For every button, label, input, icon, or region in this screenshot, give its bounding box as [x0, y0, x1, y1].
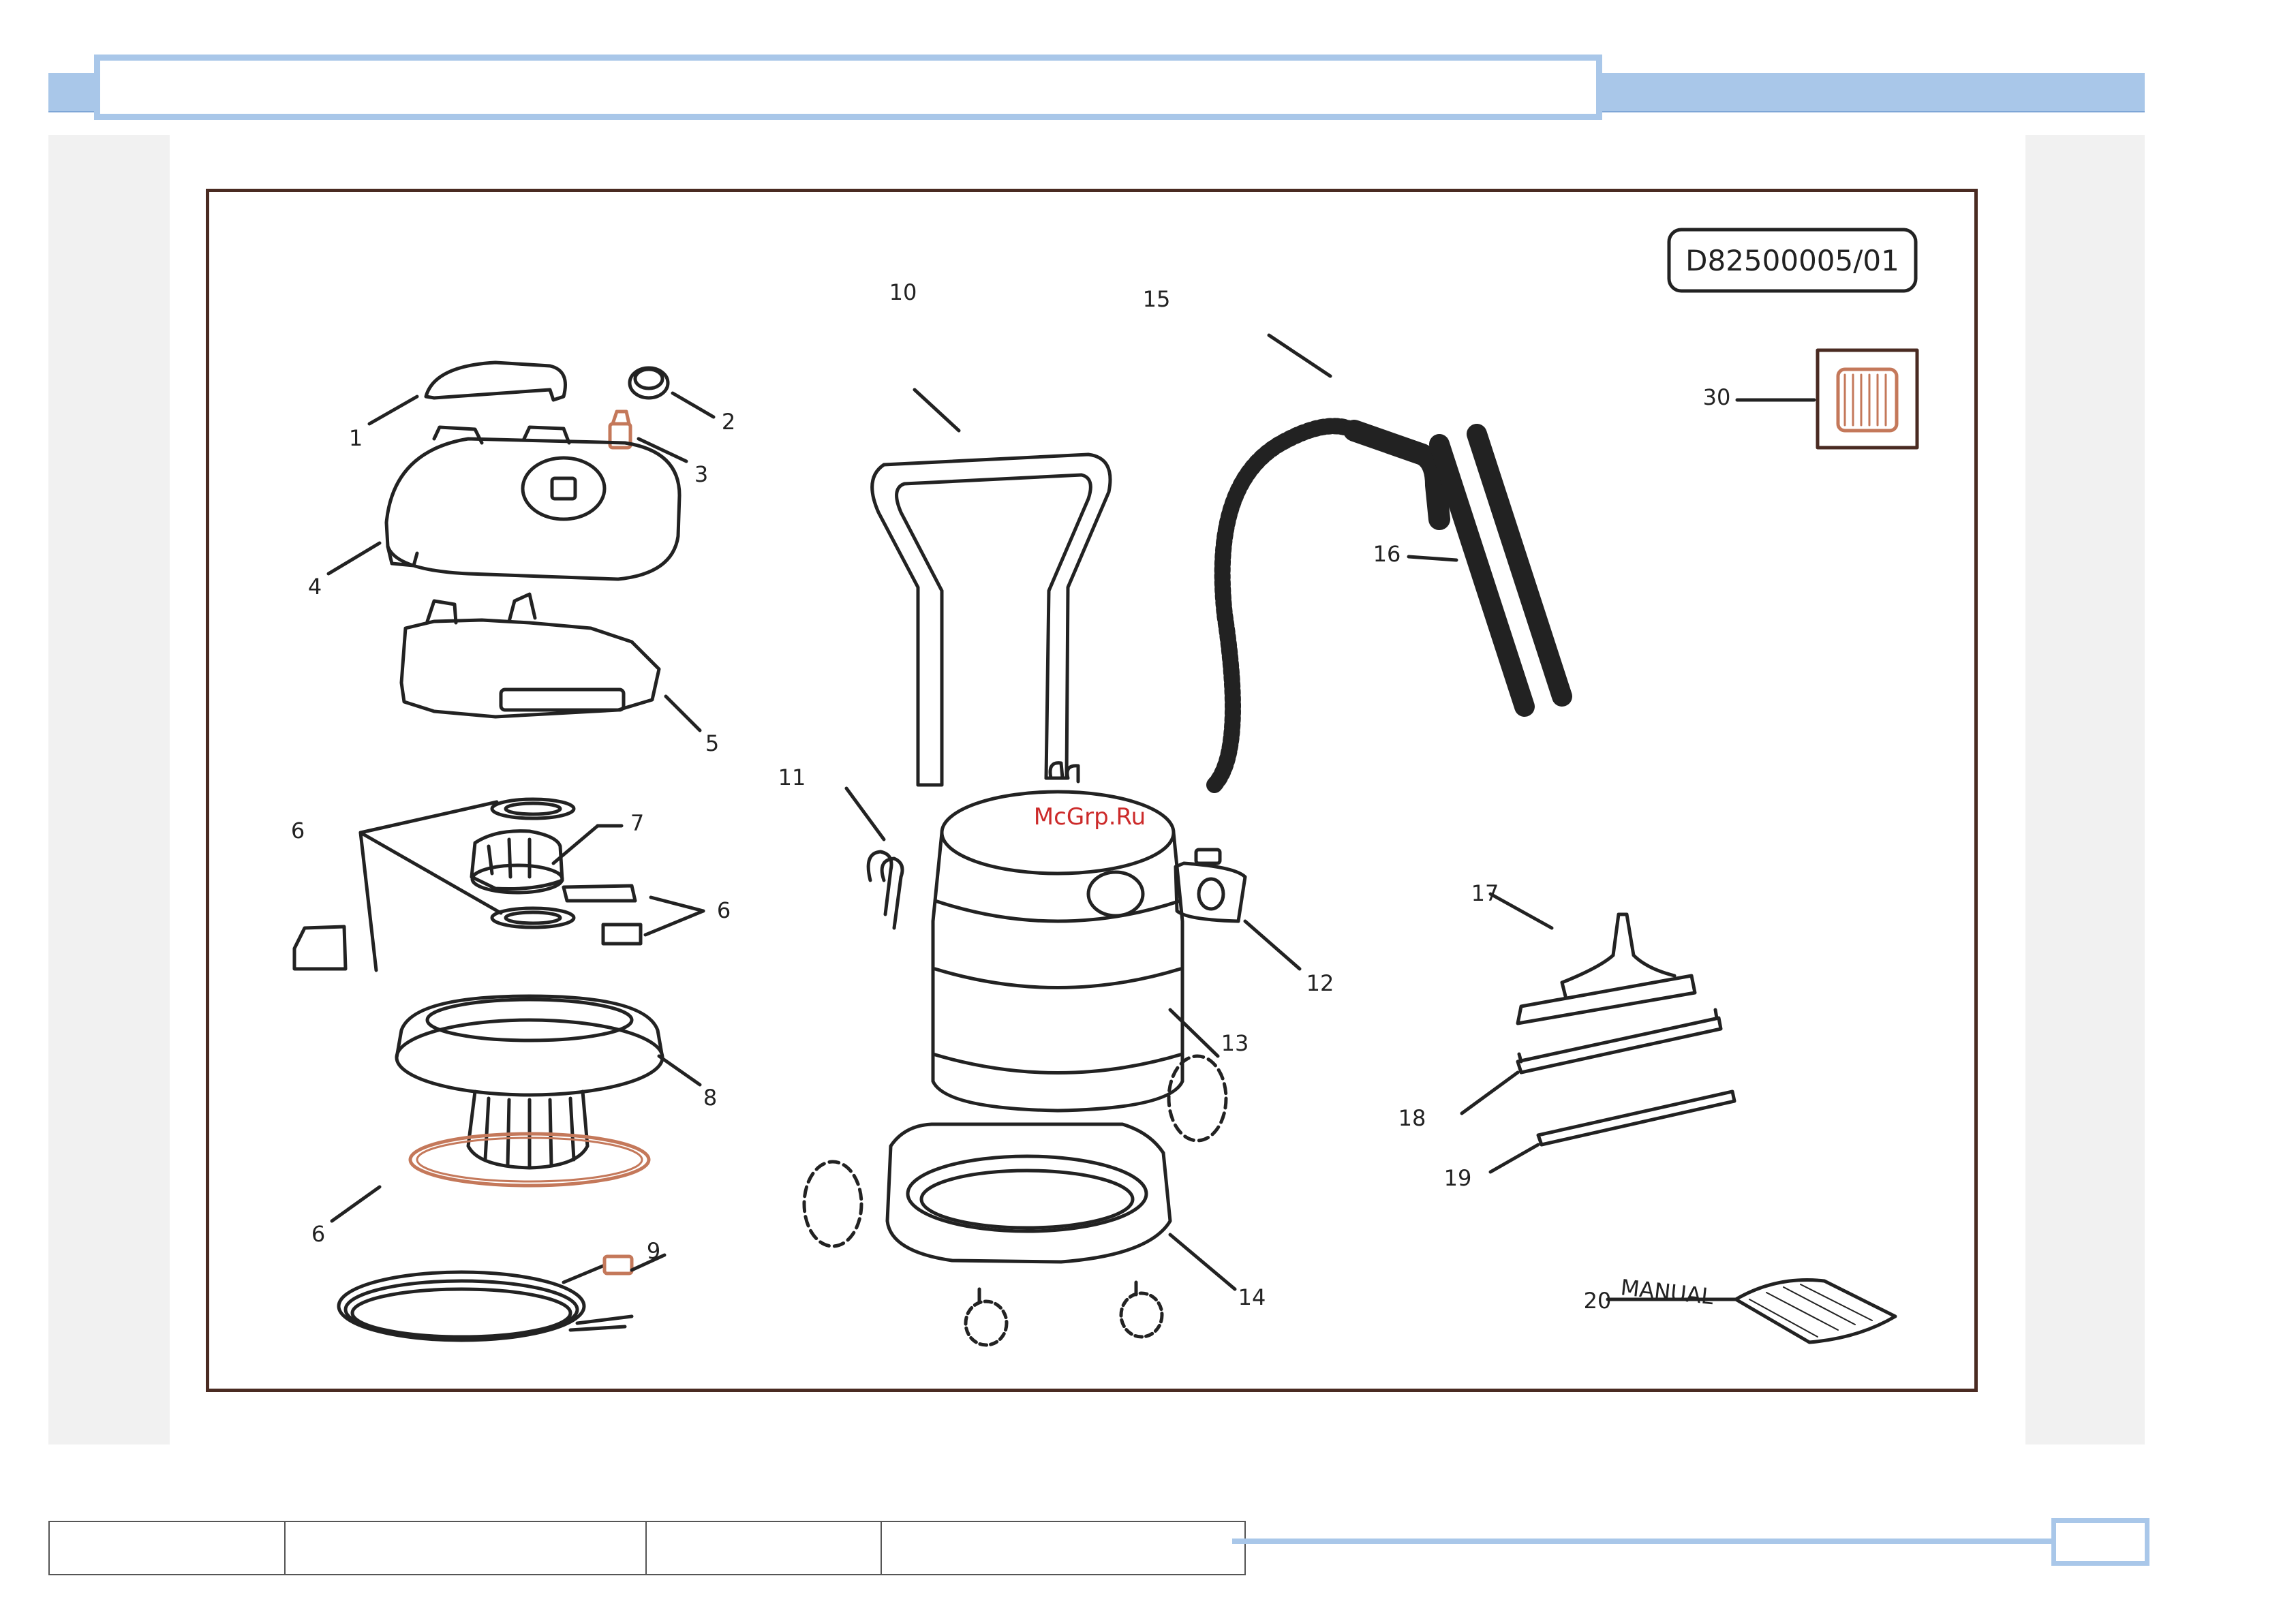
part-10-push-handle: [872, 390, 1110, 785]
manual-label: MANUAL: [1619, 1274, 1715, 1310]
label-part-14: 14: [1238, 1284, 1266, 1310]
part-2-knob: [630, 368, 714, 417]
label-part-13: 13: [1221, 1030, 1249, 1056]
part-3-switch: [610, 412, 686, 461]
right-margin-panel: [2025, 135, 2145, 1444]
footer-cell-3: [647, 1522, 882, 1574]
label-part-6a: 6: [291, 818, 305, 844]
part-15-hose: [1214, 335, 1439, 785]
part-18-brush-strip: [1462, 1010, 1721, 1113]
part-12-foam-filter: [1176, 850, 1300, 969]
label-part-9: 9: [647, 1238, 660, 1264]
label-part-19: 19: [1444, 1165, 1472, 1191]
parts-diagram-svg: D82500005/01 McGrp.Ru MANUAL 1 2 3 4 5 6…: [209, 192, 1974, 1389]
part-30-cartridge-filter: [1737, 350, 1917, 448]
footer-cell-1: [50, 1522, 286, 1574]
part-1-handle-cover: [369, 362, 566, 424]
label-part-10: 10: [889, 279, 917, 305]
part-14-trolley-base: [804, 1056, 1235, 1345]
label-part-1: 1: [349, 425, 363, 451]
header-title-box: [94, 55, 1602, 120]
label-part-5: 5: [705, 730, 719, 756]
label-part-3: 3: [694, 461, 708, 487]
footer-rule: [1232, 1539, 2053, 1544]
part-11-hooks: [846, 788, 902, 928]
part-4-motor-head: [328, 427, 679, 579]
label-part-20: 20: [1584, 1288, 1612, 1314]
label-part-15: 15: [1143, 286, 1171, 312]
label-part-17: 17: [1471, 880, 1499, 906]
watermark: McGrp.Ru: [1034, 803, 1146, 831]
page-number-box: [2051, 1518, 2149, 1566]
part-17-floor-nozzle: [1490, 894, 1695, 1023]
part-9-power-cord: [339, 1255, 664, 1340]
part-19-rubber-strip: [1490, 1092, 1734, 1172]
part-5-motor-housing: [401, 594, 700, 730]
label-part-2: 2: [722, 409, 735, 435]
part-7-motor: [472, 826, 622, 893]
label-part-18: 18: [1398, 1105, 1426, 1131]
document-code: D82500005/01: [1685, 244, 1899, 277]
footer-cell-2: [286, 1522, 647, 1574]
label-part-6b: 6: [717, 897, 731, 923]
label-part-12: 12: [1306, 970, 1334, 996]
footer-info-table: [48, 1521, 1246, 1575]
label-part-6c: 6: [311, 1221, 325, 1247]
label-part-16: 16: [1373, 541, 1401, 567]
label-part-8: 8: [703, 1085, 717, 1111]
part-6-lower-gasket: [332, 1134, 649, 1221]
left-margin-panel: [48, 135, 170, 1444]
label-part-30: 30: [1703, 384, 1731, 410]
label-part-7: 7: [630, 810, 644, 836]
label-part-4: 4: [308, 574, 322, 600]
label-part-11: 11: [778, 764, 806, 790]
footer-cell-4: [882, 1522, 1244, 1574]
exploded-parts-diagram: D82500005/01 McGrp.Ru MANUAL 1 2 3 4 5 6…: [206, 189, 1978, 1392]
